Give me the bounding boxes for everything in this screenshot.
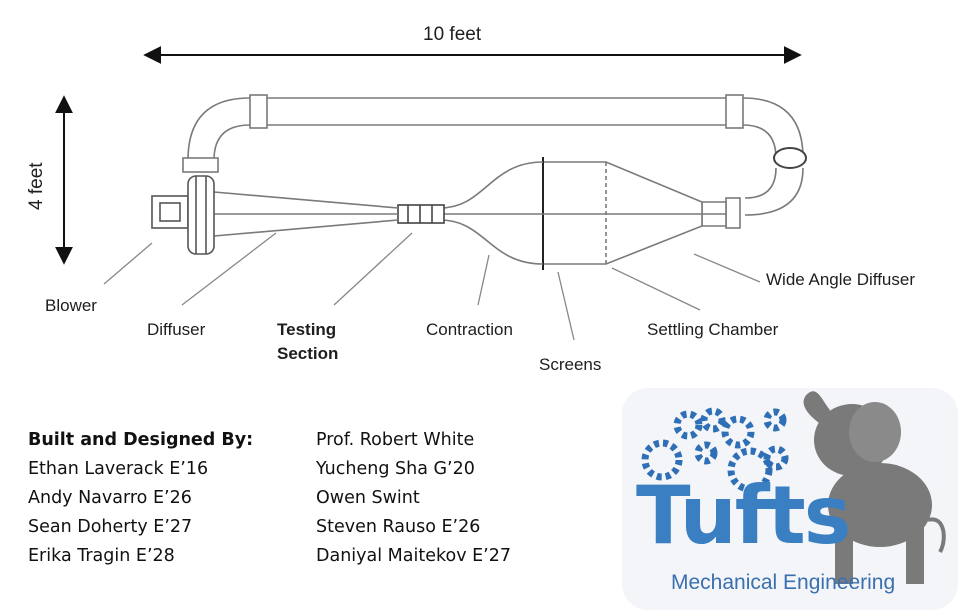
blower-label: Blower	[45, 296, 97, 315]
testing-section-label-line2: Section	[277, 344, 339, 363]
credit-name: Steven Rauso E’26	[316, 517, 481, 537]
credit-name: Prof. Robert White	[316, 430, 475, 450]
screens-leader-line	[557, 271, 575, 341]
width-dimension-label: 10 feet	[423, 24, 482, 45]
contraction-label: Contraction	[426, 320, 513, 339]
credit-name: Owen Swint	[316, 488, 420, 508]
blower-leader-line	[103, 242, 153, 285]
credit-name: Yucheng Sha G’20	[316, 459, 475, 479]
wide-angle-diffuser-label: Wide Angle Diffuser	[766, 270, 915, 289]
credit-name: Erika Tragin E’28	[28, 546, 175, 566]
credit-name: Sean Doherty E’27	[28, 517, 193, 537]
settling-chamber-label: Settling Chamber	[647, 320, 779, 339]
gear-icon	[641, 407, 789, 493]
elephant-icon	[803, 391, 946, 584]
contraction-leader-line	[477, 254, 490, 306]
tufts-logo	[622, 388, 958, 610]
diffuser-leader-line	[181, 232, 277, 306]
credit-name: Andy Navarro E’26	[28, 488, 192, 508]
height-dimension-label: 4 feet	[26, 162, 47, 210]
credits-heading: Built and Designed By:	[28, 430, 254, 450]
diffuser-label: Diffuser	[147, 320, 206, 339]
logo-title: Tufts	[636, 469, 851, 562]
tunnel-outline	[151, 94, 807, 270]
testing-section-leader-line	[333, 232, 413, 306]
screens-label: Screens	[539, 355, 602, 374]
testing-section-label-line1: Testing	[277, 320, 337, 339]
credit-name: Ethan Laverack E’16	[28, 459, 209, 479]
logo-subtitle: Mechanical Engineering	[671, 571, 896, 594]
settling-chamber-leader-line	[611, 267, 701, 311]
credit-name: Daniyal Maitekov E’27	[316, 546, 511, 566]
wide-angle-diffuser-leader-line	[693, 253, 761, 283]
